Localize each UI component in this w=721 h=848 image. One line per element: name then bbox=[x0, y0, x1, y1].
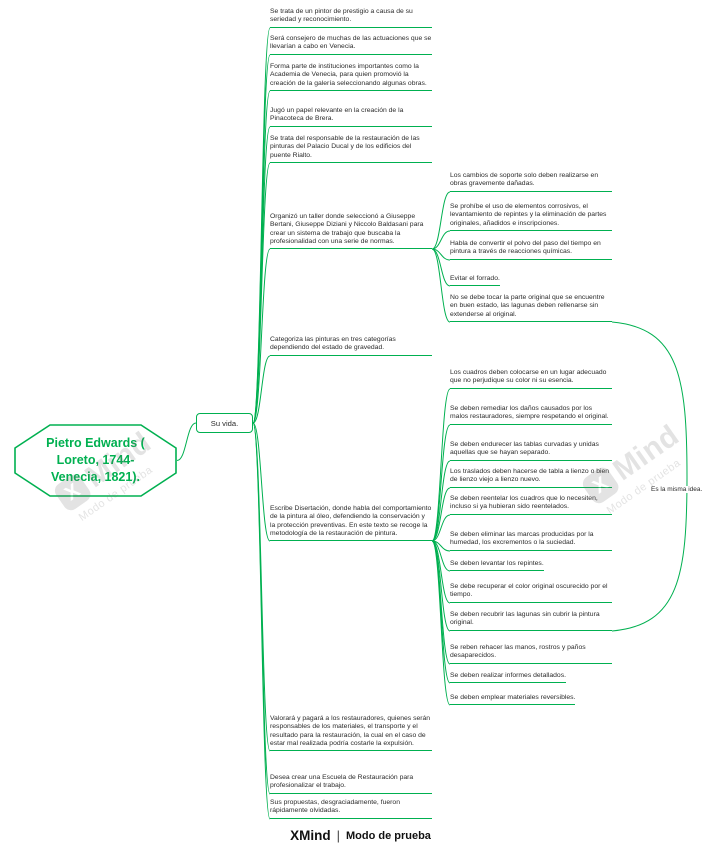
root-line-2: Loreto, 1744- bbox=[56, 453, 135, 467]
connector-line bbox=[431, 230, 451, 250]
trial-mode-label: Modo de prueba bbox=[345, 829, 431, 842]
subtopic[interactable]: Los traslados deben hacerse de tabla a l… bbox=[450, 468, 612, 488]
subtopic[interactable]: Se deben emplear materiales reversibles. bbox=[450, 694, 576, 706]
connector-line bbox=[431, 540, 451, 684]
xmind-logo-text: XMind bbox=[290, 828, 331, 843]
connector-line bbox=[431, 191, 451, 250]
connector-line bbox=[611, 321, 688, 632]
root-line-1: Pietro Edwards ( bbox=[46, 436, 145, 450]
subtopic[interactable]: Se deben levantar los repintes. bbox=[450, 560, 544, 572]
subtopic[interactable]: Se prohíbe el uso de elementos corrosivo… bbox=[450, 203, 612, 231]
connector-line bbox=[431, 487, 451, 542]
connector-line bbox=[431, 388, 451, 542]
root-shape bbox=[14, 424, 177, 497]
subtopic[interactable]: Se deben recubrir las lagunas sin cubrir… bbox=[450, 611, 612, 631]
root-topic[interactable]: Pietro Edwards ( Loreto, 1744- Venecia, … bbox=[14, 424, 177, 497]
root-topic-title: Pietro Edwards ( Loreto, 1744- Venecia, … bbox=[14, 424, 177, 497]
main-topic[interactable]: Categoriza las pinturas en tres categorí… bbox=[270, 336, 432, 356]
main-topic[interactable]: Jugó un papel relevante en la creación d… bbox=[270, 107, 432, 127]
connector-line bbox=[176, 422, 197, 461]
main-topic[interactable]: Desea crear una Escuela de Restauración … bbox=[270, 774, 432, 794]
main-topic[interactable]: Será consejero de muchas de las actuacio… bbox=[270, 35, 432, 55]
main-topic[interactable]: Se trata del responsable de la restaurac… bbox=[270, 135, 432, 163]
main-topic[interactable]: Valorará y pagará a los restauradores, q… bbox=[270, 715, 432, 752]
connector-line bbox=[252, 355, 271, 424]
topic-su-vida[interactable]: Su vida. bbox=[196, 413, 253, 433]
subtopic[interactable]: Se deben endurecer las tablas curvadas y… bbox=[450, 441, 612, 461]
connector-line bbox=[252, 248, 271, 424]
subtopic[interactable]: Se reben rehacer las manos, rostros y pa… bbox=[450, 644, 612, 664]
connector-line bbox=[431, 540, 451, 706]
subtopic[interactable]: Los cuadros deben colocarse en un lugar … bbox=[450, 369, 612, 389]
subtopic[interactable]: Se deben eliminar las marcas producidas … bbox=[450, 531, 612, 551]
main-topic[interactable]: Forma parte de instituciones importantes… bbox=[270, 63, 432, 91]
main-topic[interactable]: Organizó un taller donde seleccionó a Gi… bbox=[270, 213, 432, 250]
connector-line bbox=[431, 424, 451, 542]
connector-line bbox=[252, 162, 271, 424]
subtopic[interactable]: Se debe recuperar el color original oscu… bbox=[450, 583, 612, 603]
subtopic[interactable]: Habla de convertir el polvo del paso del… bbox=[450, 240, 612, 260]
connector-line bbox=[252, 422, 271, 820]
connector-line bbox=[431, 514, 451, 542]
main-topic[interactable]: Sus propuestas, desgraciadamente, fueron… bbox=[270, 799, 432, 819]
subtopic[interactable]: Los cambios de soporte solo deben realiz… bbox=[450, 172, 612, 192]
connector-line bbox=[431, 540, 451, 665]
xmind-trial-footer: XMind | Modo de prueba bbox=[290, 828, 431, 843]
main-topic[interactable]: Escribe Disertación, donde habla del com… bbox=[270, 505, 432, 542]
main-topic[interactable]: Se trata de un pintor de prestigio a cau… bbox=[270, 8, 432, 28]
relationship-label[interactable]: Es la misma idea. bbox=[649, 486, 705, 493]
subtopic[interactable]: Se deben remediar los daños causados por… bbox=[450, 405, 612, 425]
footer-separator: | bbox=[336, 828, 340, 843]
root-line-3: Venecia, 1821). bbox=[51, 470, 140, 484]
connector-line bbox=[431, 248, 451, 323]
subtopic[interactable]: No se debe tocar la parte original que s… bbox=[450, 294, 612, 322]
subtopic[interactable]: Se deben reentelar los cuadros que lo ne… bbox=[450, 495, 612, 515]
subtopic[interactable]: Se deben realizar informes detallados. bbox=[450, 672, 566, 684]
subtopic[interactable]: Evitar el forrado. bbox=[450, 275, 500, 287]
connector-line bbox=[252, 422, 271, 542]
